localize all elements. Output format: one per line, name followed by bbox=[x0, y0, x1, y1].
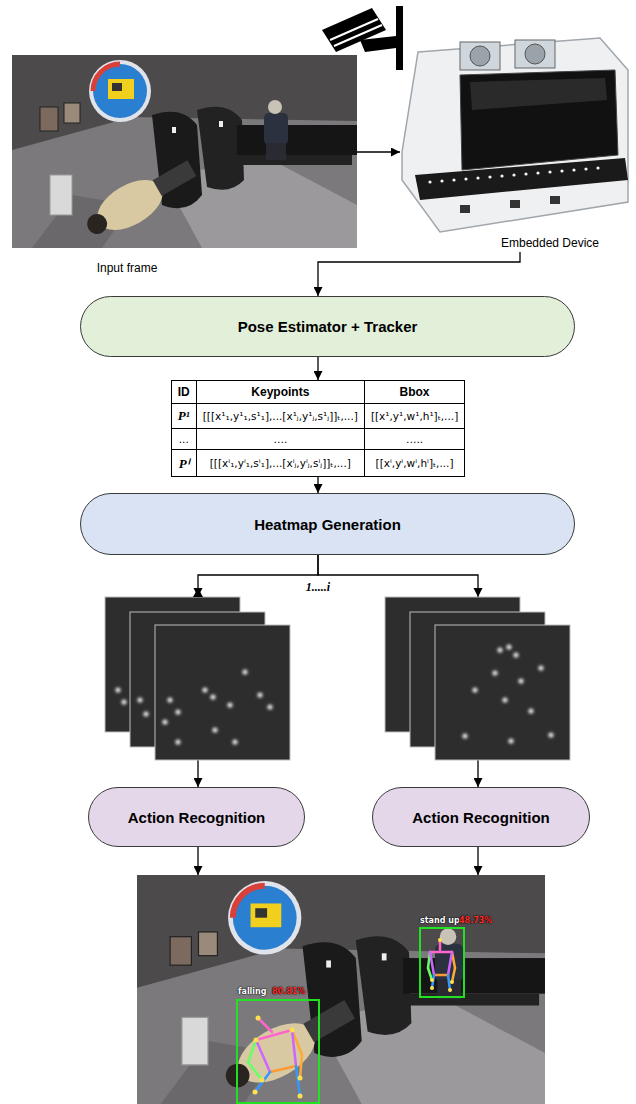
table-grid: ID Keypoints BboxP¹ [[[x¹₁,y¹₁,s¹₁],...[x¹ⱼ… bbox=[171, 380, 465, 477]
process-box: Action Recognition bbox=[372, 787, 590, 847]
table-cell: ... bbox=[172, 429, 196, 449]
flow-arrow bbox=[318, 252, 520, 296]
process-box: Pose Estimator + Tracker bbox=[80, 296, 575, 357]
detection-box bbox=[237, 928, 464, 1103]
table-cell: Keypoints bbox=[197, 381, 364, 403]
data-table: ID Keypoints BboxP¹ [[[x¹₁,y¹₁,s¹₁],...[x¹ⱼ… bbox=[171, 380, 465, 477]
table-cell-text: ….. bbox=[406, 433, 423, 445]
output-frame-picture bbox=[137, 875, 545, 1104]
flow-arrow bbox=[357, 151, 400, 152]
box-title: Pose Estimator + Tracker bbox=[238, 318, 418, 335]
table-cell-text: …. bbox=[273, 433, 287, 445]
table-cell-text: [[x¹,y¹,w¹,h¹]ₜ,...] bbox=[371, 410, 458, 422]
action-label: stand up bbox=[420, 916, 460, 925]
table-cell-text: [[[xⁱ₁,yⁱ₁,sⁱ₁],...[xⁱⱼ,yⁱⱼ,sⁱⱼ]]ₜ,...] bbox=[210, 457, 351, 469]
flow-arrow bbox=[317, 477, 318, 493]
action-label: falling bbox=[238, 987, 267, 996]
table-cell: …. bbox=[197, 429, 364, 449]
confidence-score: 48.73% bbox=[459, 916, 492, 925]
keypoint-dot bbox=[253, 938, 455, 1099]
table-cell-text: Pⁱ bbox=[179, 454, 189, 472]
heatmap-stack bbox=[193, 588, 570, 760]
iteration-label: 1.....i bbox=[306, 580, 330, 595]
input-frame: Input frame bbox=[12, 55, 357, 278]
image-caption: Input frame bbox=[97, 261, 158, 275]
pose-skeleton bbox=[248, 940, 455, 1096]
table-cell-text: ... bbox=[179, 433, 189, 445]
flow-arrow bbox=[477, 847, 478, 875]
table-header: Keypoints bbox=[251, 385, 309, 399]
input-frame-picture bbox=[12, 55, 357, 248]
box-title: Heatmap Generation bbox=[254, 516, 401, 533]
table-cell: Pⁱ bbox=[172, 450, 196, 476]
table-cell-text: [[[x¹₁,y¹₁,s¹₁],...[x¹ⱼ,y¹ⱼ,s¹ⱼ]]ₜ,...] bbox=[203, 410, 358, 422]
box-title: Action Recognition bbox=[128, 809, 266, 826]
table-cell: ID bbox=[172, 381, 196, 403]
table-cell: [[xⁱ,yⁱ,wⁱ,hⁱ]ₜ,...] bbox=[365, 450, 464, 476]
table-cell: [[[xⁱ₁,yⁱ₁,sⁱ₁],...[xⁱⱼ,yⁱⱼ,sⁱⱼ]]ₜ,...] bbox=[197, 450, 364, 476]
flow-arrow bbox=[317, 357, 318, 380]
arrow-head bbox=[194, 588, 483, 597]
image-caption: Embedded Device bbox=[501, 236, 599, 250]
table-cell: [[x¹,y¹,w¹,h¹]ₜ,...] bbox=[365, 404, 464, 428]
table-header: Bbox bbox=[400, 385, 430, 399]
process-box: Action Recognition bbox=[88, 787, 305, 847]
table-cell-text: P¹ bbox=[178, 408, 190, 424]
flow-arrow bbox=[197, 847, 198, 875]
heatmap-stack bbox=[105, 597, 290, 760]
table-cell: ….. bbox=[365, 429, 464, 449]
process-box: Heatmap Generation bbox=[80, 493, 575, 555]
table-cell: P¹ bbox=[172, 404, 196, 428]
table-cell-text: [[xⁱ,yⁱ,wⁱ,hⁱ]ₜ,...] bbox=[376, 457, 454, 469]
table-cell: [[[x¹₁,y¹₁,s¹₁],...[x¹ⱼ,y¹ⱼ,s¹ⱼ]]ₜ,...] bbox=[197, 404, 364, 428]
table-header: ID bbox=[178, 385, 190, 399]
embedded-device-picture bbox=[402, 38, 628, 232]
output-frame: stand up48.73% falling 80.81% bbox=[137, 875, 545, 1104]
confidence-score: 80.81% bbox=[272, 987, 305, 996]
embedded-device: Embedded Device bbox=[400, 30, 632, 252]
box-title: Action Recognition bbox=[412, 809, 550, 826]
table-cell: Bbox bbox=[365, 381, 464, 403]
